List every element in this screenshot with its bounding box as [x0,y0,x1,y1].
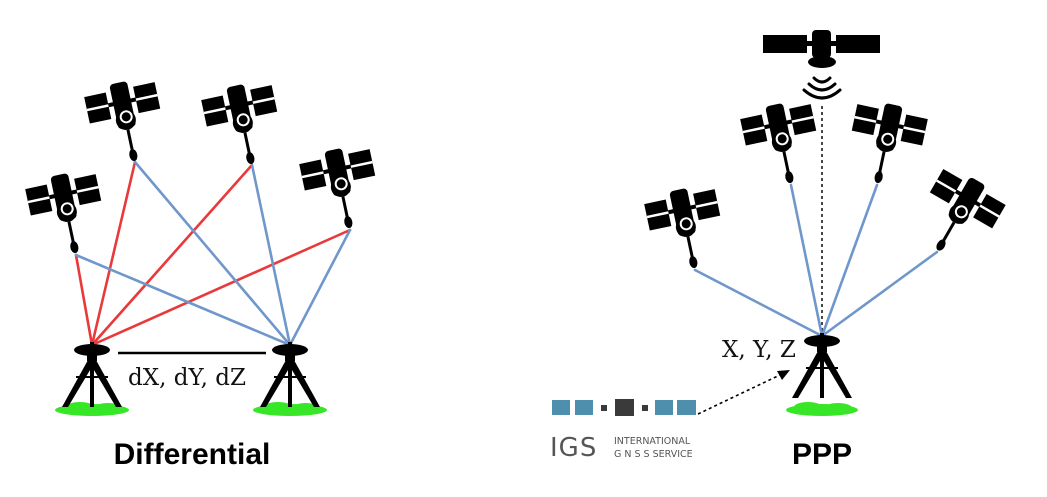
igs-line-1: INTERNATIONAL [614,436,691,447]
blue-signal-line [288,228,352,347]
blue-signal-line [820,250,939,338]
igs-logo: IGS INTERNATIONAL G N S S SERVICE [550,399,696,463]
receiver-tripod [786,332,858,416]
igs-acronym: IGS [550,433,597,463]
satellite-icon [296,141,386,237]
receiver-tripod [253,341,327,416]
satellite-icon [737,96,827,192]
satellite-icon [841,96,931,192]
satellite-icon [641,181,731,277]
red-signal-line [90,160,137,347]
differential-title: Differential [114,438,271,471]
blue-signal-line [133,160,292,347]
blue-signal-line [74,253,292,347]
differential-panel: dX, dY, dZ Differential [22,74,386,471]
signal-wave-icon [802,76,842,100]
red-signal-line [90,228,352,347]
igs-arrow [697,373,783,415]
igs-line-2: G N S S SERVICE [614,449,693,460]
satellite-icon [81,74,171,170]
satellite-icon [198,77,288,173]
signal-lines [74,160,352,347]
arrow-head-icon [777,370,790,380]
blue-signal-line [820,183,879,338]
satellite-icon [905,161,1011,270]
baseline-label: dX, dY, dZ [128,365,246,391]
satellite-icon [22,166,112,262]
red-signal-line [74,253,94,347]
signal-lines [693,183,939,338]
satellite-icon [763,30,880,68]
receiver-tripod [55,341,129,416]
position-label: X, Y, Z [722,337,796,363]
ppp-title: PPP [792,438,852,471]
ppp-panel: X, Y, Z IGS INTERNATIONAL G N S S SERVIC… [550,30,1011,471]
red-signal-line [90,163,254,347]
blue-signal-line [789,183,824,338]
blue-signal-line [250,163,292,347]
blue-signal-line [693,268,824,338]
